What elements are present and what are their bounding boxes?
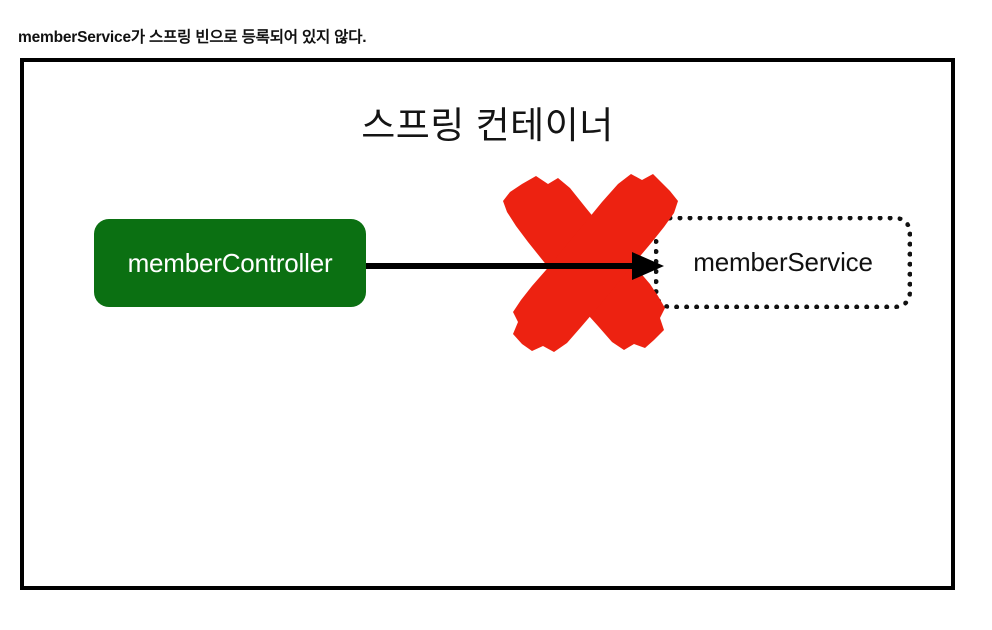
node-member-controller: memberController (94, 219, 366, 307)
node-member-service: memberService (654, 216, 912, 309)
node-member-service-label: memberService (693, 247, 873, 277)
spring-container-title: 스프링 컨테이너 (361, 105, 614, 146)
spring-container-frame: 스프링 컨테이너 memberController memberService (20, 58, 955, 590)
red-x-mark (503, 174, 678, 352)
figure-caption: memberService가 스프링 빈으로 등록되어 있지 않다. (18, 29, 367, 46)
dependency-arrow (366, 252, 664, 280)
node-member-controller-label: memberController (127, 247, 333, 278)
